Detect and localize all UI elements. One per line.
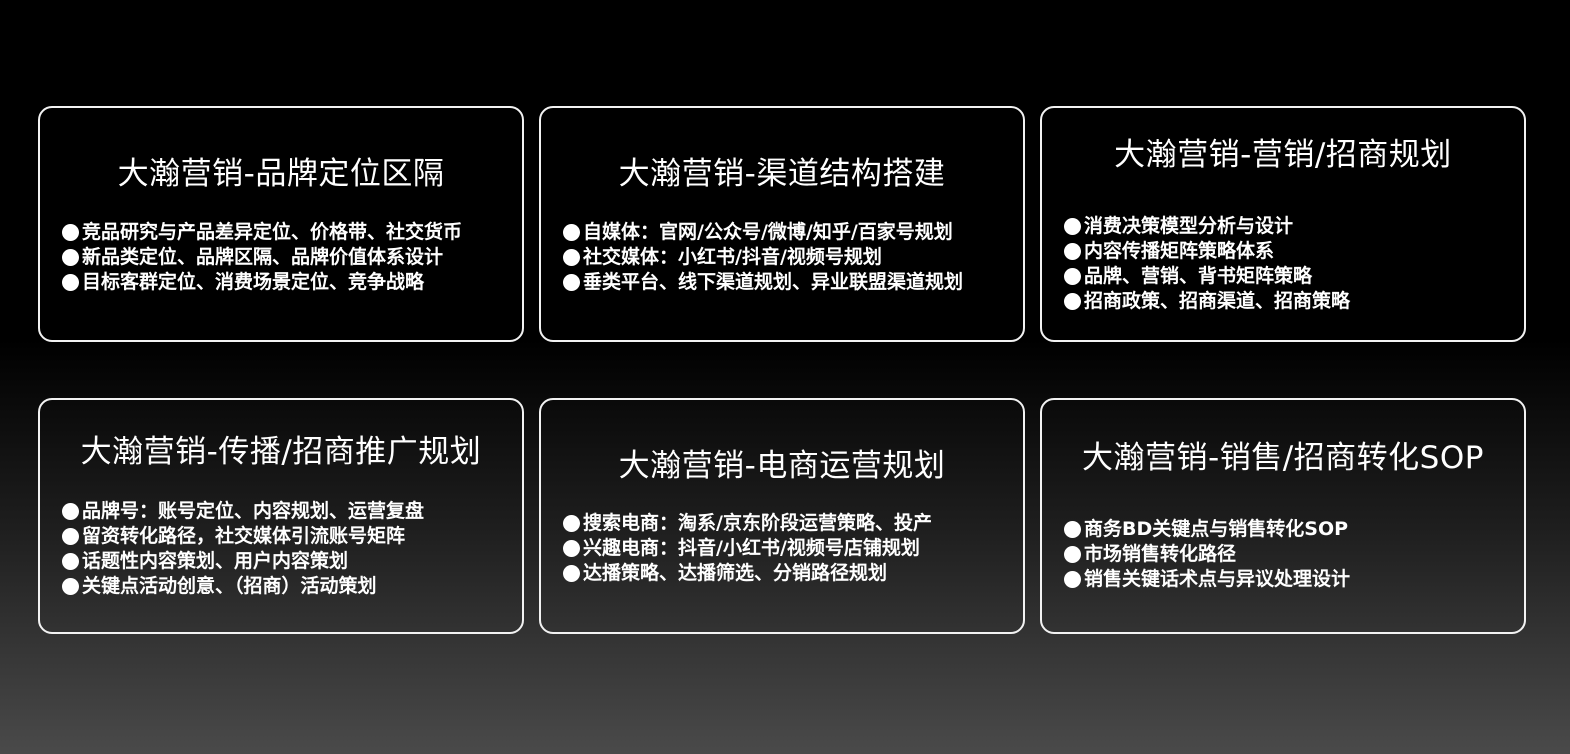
list-item-text: 内容传播矩阵策略体系 xyxy=(1084,240,1275,262)
list-item-text: 目标客群定位、消费场景定位、竞争战略 xyxy=(82,271,425,293)
list-item: 商务BD关键点与销售转化SOP xyxy=(1064,517,1516,542)
bullet-dot-icon xyxy=(1064,571,1081,588)
card-ecommerce-planning: 大瀚营销-电商运营规划 搜索电商：淘系/京东阶段运营策略、投产 兴趣电商：抖音/… xyxy=(539,398,1025,634)
bullet-dot-icon xyxy=(62,528,79,545)
bullet-dot-icon xyxy=(1064,218,1081,235)
bullet-dot-icon xyxy=(563,224,580,241)
bullet-dot-icon xyxy=(1064,243,1081,260)
card-channel-structure: 大瀚营销-渠道结构搭建 自媒体：官网/公众号/微博/知乎/百家号规划 社交媒体：… xyxy=(539,106,1025,342)
list-item-text: 品牌号：账号定位、内容规划、运营复盘 xyxy=(82,500,425,522)
list-item: 市场销售转化路径 xyxy=(1064,542,1516,567)
list-item: 招商政策、招商渠道、招商策略 xyxy=(1064,289,1516,314)
bullet-dot-icon xyxy=(62,578,79,595)
list-item-text: 市场销售转化路径 xyxy=(1084,543,1237,565)
list-item: 竞品研究与产品差异定位、价格带、社交货币 xyxy=(62,220,514,245)
list-item: 品牌号：账号定位、内容规划、运营复盘 xyxy=(62,499,514,524)
card-title: 大瀚营销-品牌定位区隔 xyxy=(117,156,445,192)
card-list: 商务BD关键点与销售转化SOP 市场销售转化路径 销售关键话术点与异议处理设计 xyxy=(1064,517,1516,592)
bullet-dot-icon xyxy=(563,249,580,266)
bullet-dot-icon xyxy=(62,249,79,266)
list-item: 消费决策模型分析与设计 xyxy=(1064,214,1516,239)
list-item: 社交媒体：小红书/抖音/视频号规划 xyxy=(563,245,1015,270)
list-item-text: 消费决策模型分析与设计 xyxy=(1084,215,1294,237)
list-item-text: 垂类平台、线下渠道规划、异业联盟渠道规划 xyxy=(583,271,964,293)
bullet-dot-icon xyxy=(62,553,79,570)
list-item: 关键点活动创意、（招商）活动策划 xyxy=(62,574,514,599)
list-item: 话题性内容策划、用户内容策划 xyxy=(62,549,514,574)
list-item-text: 新品类定位、品牌区隔、品牌价值体系设计 xyxy=(82,246,444,268)
card-title: 大瀚营销-销售/招商转化SOP xyxy=(1082,440,1484,476)
list-item-text: 关键点活动创意、（招商）活动策划 xyxy=(82,575,377,597)
list-item-text: 自媒体：官网/公众号/微博/知乎/百家号规划 xyxy=(583,221,953,243)
bullet-dot-icon xyxy=(563,565,580,582)
list-item: 达播策略、达播筛选、分销路径规划 xyxy=(563,561,1015,586)
card-list: 消费决策模型分析与设计 内容传播矩阵策略体系 品牌、营销、背书矩阵策略 招商政策… xyxy=(1064,214,1516,314)
card-list: 搜索电商：淘系/京东阶段运营策略、投产 兴趣电商：抖音/小红书/视频号店铺规划 … xyxy=(563,511,1015,586)
list-item-text: 招商政策、招商渠道、招商策略 xyxy=(1084,290,1351,312)
list-item: 自媒体：官网/公众号/微博/知乎/百家号规划 xyxy=(563,220,1015,245)
card-sales-sop: 大瀚营销-销售/招商转化SOP 商务BD关键点与销售转化SOP 市场销售转化路径… xyxy=(1040,398,1526,634)
bullet-dot-icon xyxy=(563,515,580,532)
card-title: 大瀚营销-渠道结构搭建 xyxy=(618,156,946,192)
card-list: 竞品研究与产品差异定位、价格带、社交货币 新品类定位、品牌区隔、品牌价值体系设计… xyxy=(62,220,514,295)
card-list: 品牌号：账号定位、内容规划、运营复盘 留资转化路径，社交媒体引流账号矩阵 话题性… xyxy=(62,499,514,599)
card-title: 大瀚营销-营销/招商规划 xyxy=(1114,137,1452,173)
card-brand-positioning: 大瀚营销-品牌定位区隔 竞品研究与产品差异定位、价格带、社交货币 新品类定位、品… xyxy=(38,106,524,342)
list-item: 垂类平台、线下渠道规划、异业联盟渠道规划 xyxy=(563,270,1015,295)
card-marketing-planning: 大瀚营销-营销/招商规划 消费决策模型分析与设计 内容传播矩阵策略体系 品牌、营… xyxy=(1040,106,1526,342)
list-item-text: 留资转化路径，社交媒体引流账号矩阵 xyxy=(82,525,406,547)
bullet-dot-icon xyxy=(563,274,580,291)
list-item: 品牌、营销、背书矩阵策略 xyxy=(1064,264,1516,289)
list-item-text: 品牌、营销、背书矩阵策略 xyxy=(1084,265,1313,287)
bullet-dot-icon xyxy=(563,540,580,557)
list-item: 目标客群定位、消费场景定位、竞争战略 xyxy=(62,270,514,295)
card-title: 大瀚营销-电商运营规划 xyxy=(618,448,946,484)
list-item-text: 兴趣电商：抖音/小红书/视频号店铺规划 xyxy=(583,537,920,559)
list-item: 内容传播矩阵策略体系 xyxy=(1064,239,1516,264)
list-item: 搜索电商：淘系/京东阶段运营策略、投产 xyxy=(563,511,1015,536)
list-item-text: 达播策略、达播筛选、分销路径规划 xyxy=(583,562,888,584)
list-item: 兴趣电商：抖音/小红书/视频号店铺规划 xyxy=(563,536,1015,561)
card-list: 自媒体：官网/公众号/微博/知乎/百家号规划 社交媒体：小红书/抖音/视频号规划… xyxy=(563,220,1015,295)
list-item: 新品类定位、品牌区隔、品牌价值体系设计 xyxy=(62,245,514,270)
list-item-text: 销售关键话术点与异议处理设计 xyxy=(1084,568,1351,590)
bullet-dot-icon xyxy=(62,224,79,241)
list-item: 留资转化路径，社交媒体引流账号矩阵 xyxy=(62,524,514,549)
list-item-text: 社交媒体：小红书/抖音/视频号规划 xyxy=(583,246,882,268)
list-item-text: 竞品研究与产品差异定位、价格带、社交货币 xyxy=(82,221,463,243)
bullet-dot-icon xyxy=(1064,268,1081,285)
card-promotion-planning: 大瀚营销-传播/招商推广规划 品牌号：账号定位、内容规划、运营复盘 留资转化路径… xyxy=(38,398,524,634)
bullet-dot-icon xyxy=(1064,546,1081,563)
bullet-dot-icon xyxy=(1064,293,1081,310)
list-item-text: 搜索电商：淘系/京东阶段运营策略、投产 xyxy=(583,512,932,534)
list-item-text: 商务BD关键点与销售转化SOP xyxy=(1084,518,1349,540)
list-item-text: 话题性内容策划、用户内容策划 xyxy=(82,550,349,572)
bullet-dot-icon xyxy=(1064,521,1081,538)
list-item: 销售关键话术点与异议处理设计 xyxy=(1064,567,1516,592)
bullet-dot-icon xyxy=(62,274,79,291)
bullet-dot-icon xyxy=(62,503,79,520)
card-title: 大瀚营销-传播/招商推广规划 xyxy=(80,434,482,470)
